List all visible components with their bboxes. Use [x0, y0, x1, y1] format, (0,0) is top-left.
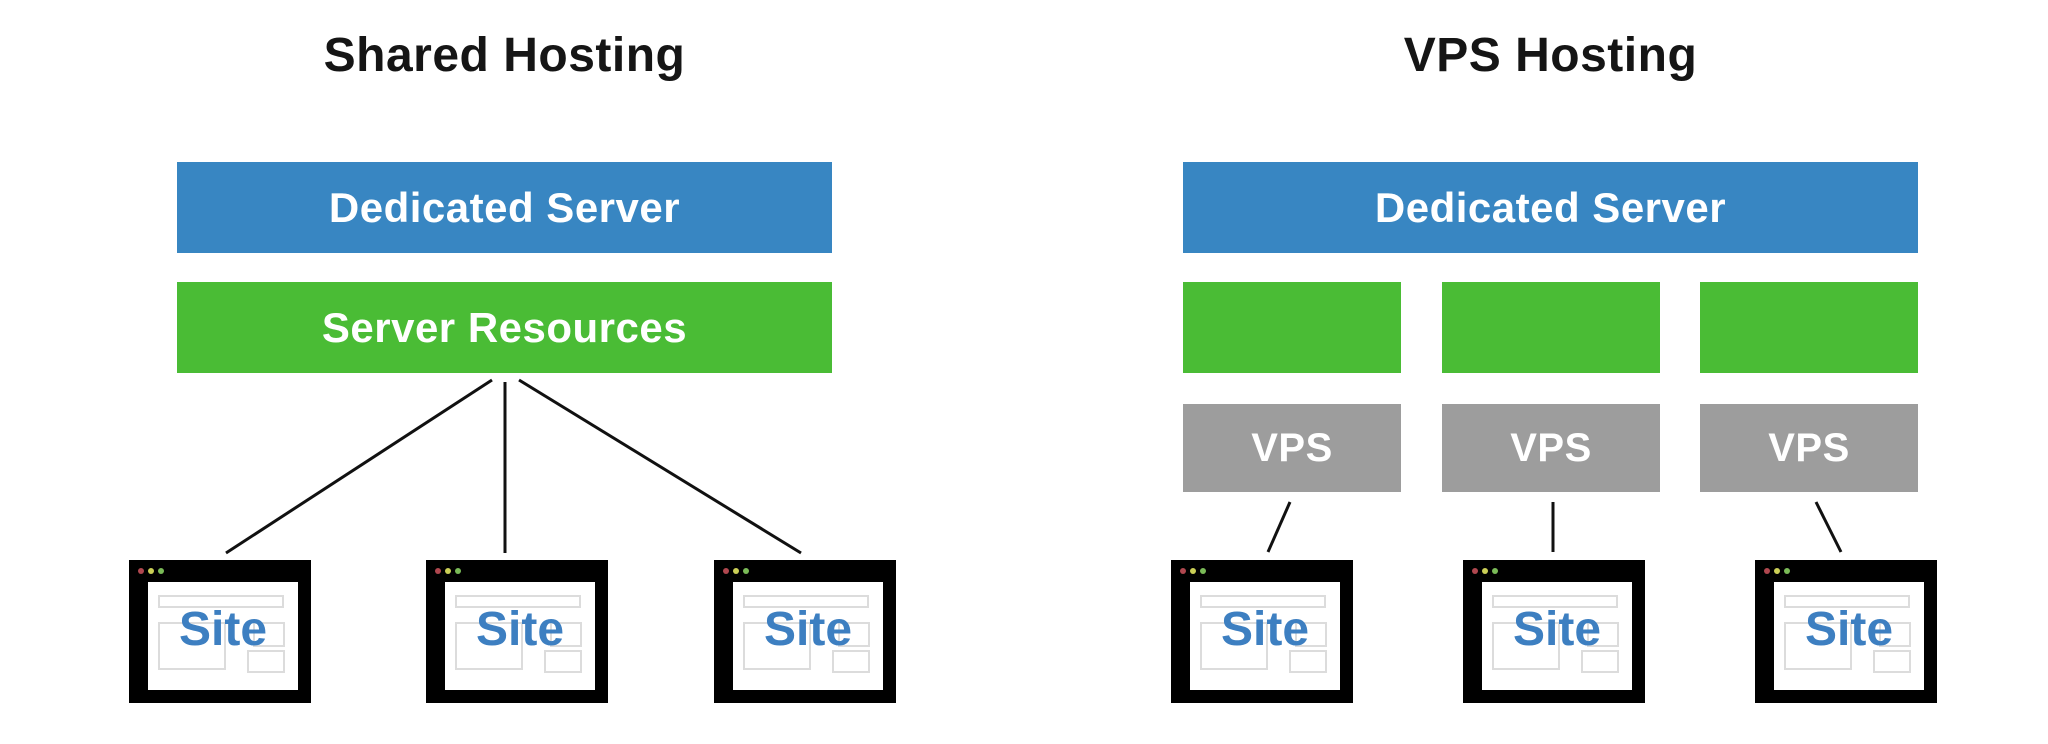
red-dot-icon: [1180, 568, 1186, 574]
wireframe-small-box: [832, 650, 870, 673]
red-dot-icon: [435, 568, 441, 574]
connector-line-shared-site3: [518, 378, 802, 555]
red-dot-icon: [1472, 568, 1478, 574]
site-label: Site: [178, 603, 268, 656]
wireframe-right-box: [253, 622, 285, 647]
wireframe-left-box: [1492, 622, 1560, 670]
wireframe-small-box: [247, 650, 285, 673]
wireframe-small-box: [1581, 650, 1619, 673]
browser-content: Site: [733, 582, 883, 690]
green-dot-icon: [1784, 568, 1790, 574]
wireframe-left-box: [455, 622, 523, 670]
wireframe-topbar: [1200, 595, 1326, 608]
browser-dots: [1180, 568, 1206, 574]
yellow-dot-icon: [445, 568, 451, 574]
green-dot-icon: [1492, 568, 1498, 574]
vps-site-icon-3: Site: [1755, 560, 1937, 703]
wireframe-left-box: [158, 622, 226, 670]
shared-site-icon-3: Site: [714, 560, 896, 703]
vps-resource-block-2: [1442, 282, 1660, 373]
wireframe-small-box: [544, 650, 582, 673]
wireframe-topbar: [1784, 595, 1910, 608]
browser-dots: [138, 568, 164, 574]
browser-content: Site: [1774, 582, 1924, 690]
green-dot-icon: [1200, 568, 1206, 574]
wireframe-left-box: [1784, 622, 1852, 670]
shared-dedicated-server-bar: Dedicated Server: [177, 162, 832, 253]
yellow-dot-icon: [733, 568, 739, 574]
site-label: Site: [1804, 603, 1894, 656]
wireframe-small-box: [1873, 650, 1911, 673]
green-dot-icon: [158, 568, 164, 574]
site-label: Site: [763, 603, 853, 656]
connector-line-shared-site1: [225, 378, 493, 555]
wireframe-left-box: [1200, 622, 1268, 670]
wireframe-topbar: [158, 595, 284, 608]
wireframe-right-box: [838, 622, 870, 647]
wireframe-right-box: [1587, 622, 1619, 647]
wireframe-topbar: [455, 595, 581, 608]
shared-site-icon-2: Site: [426, 560, 608, 703]
yellow-dot-icon: [1190, 568, 1196, 574]
browser-content: Site: [445, 582, 595, 690]
vps-resource-block-3: [1700, 282, 1918, 373]
connector-line-vps-site1: [1266, 501, 1292, 553]
red-dot-icon: [723, 568, 729, 574]
vps-box-3: VPS: [1700, 404, 1918, 492]
browser-content: Site: [148, 582, 298, 690]
wireframe-right-box: [1295, 622, 1327, 647]
wireframe-right-box: [1879, 622, 1911, 647]
connector-line-vps-site3: [1814, 501, 1843, 553]
wireframe-topbar: [1492, 595, 1618, 608]
yellow-dot-icon: [1774, 568, 1780, 574]
vps-dedicated-server-bar: Dedicated Server: [1183, 162, 1918, 253]
shared-hosting-title: Shared Hosting: [323, 29, 686, 82]
browser-dots: [1472, 568, 1498, 574]
wireframe-topbar: [743, 595, 869, 608]
red-dot-icon: [1764, 568, 1770, 574]
wireframe-right-box: [550, 622, 582, 647]
browser-dots: [723, 568, 749, 574]
vps-box-2: VPS: [1442, 404, 1660, 492]
wireframe-left-box: [743, 622, 811, 670]
red-dot-icon: [138, 568, 144, 574]
site-label: Site: [1220, 603, 1310, 656]
green-dot-icon: [455, 568, 461, 574]
browser-dots: [435, 568, 461, 574]
site-label: Site: [1512, 603, 1602, 656]
vps-site-icon-2: Site: [1463, 560, 1645, 703]
wireframe-small-box: [1289, 650, 1327, 673]
site-label: Site: [475, 603, 565, 656]
green-dot-icon: [743, 568, 749, 574]
browser-content: Site: [1190, 582, 1340, 690]
vps-hosting-title: VPS Hosting: [1403, 29, 1698, 82]
shared-site-icon-1: Site: [129, 560, 311, 703]
vps-site-icon-1: Site: [1171, 560, 1353, 703]
shared-server-resources-bar: Server Resources: [177, 282, 832, 373]
vps-box-1: VPS: [1183, 404, 1401, 492]
browser-dots: [1764, 568, 1790, 574]
yellow-dot-icon: [1482, 568, 1488, 574]
browser-content: Site: [1482, 582, 1632, 690]
yellow-dot-icon: [148, 568, 154, 574]
vps-resource-block-1: [1183, 282, 1401, 373]
